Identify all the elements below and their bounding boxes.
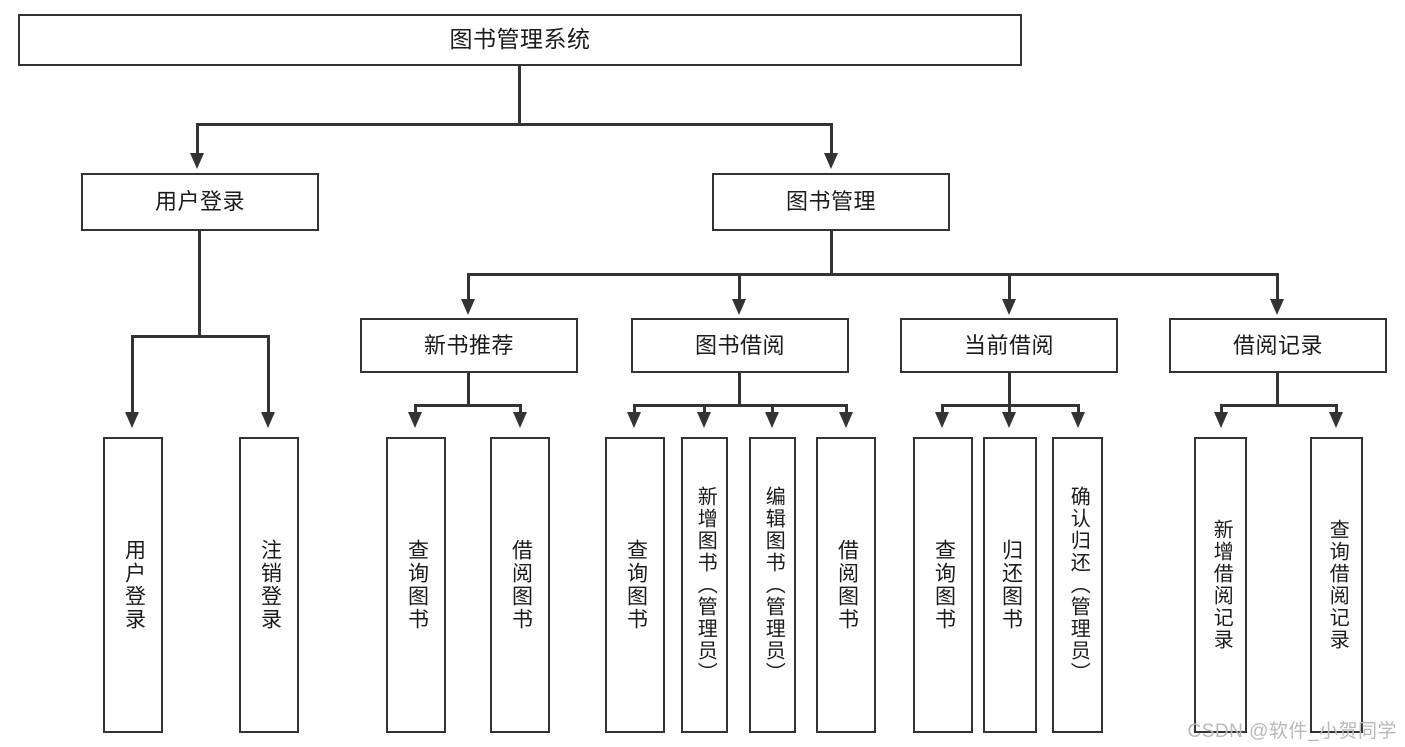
node-label: 查询图书 — [932, 539, 956, 631]
node-label: 借阅记录 — [1232, 332, 1323, 358]
arrowhead-book-borrow — [732, 299, 746, 315]
node-label: 借阅图书 — [835, 539, 859, 631]
node-label: 新增图书（管理员） — [694, 486, 717, 684]
leaf-add-record[interactable]: 新增借阅记录 — [1194, 437, 1247, 733]
leaf-borrow-book-2[interactable]: 借阅图书 — [816, 437, 876, 733]
connector-book-manage-bus — [467, 273, 1279, 276]
arrowhead-leaf-query-book-1 — [408, 412, 422, 428]
node-label: 新书推荐 — [423, 332, 514, 358]
node-label: 图书管理系统 — [449, 26, 591, 53]
arrowhead-leaf-confirm-return — [1071, 412, 1085, 428]
arrowhead-current-borrow — [1002, 299, 1016, 315]
connector-current-borrow-to-leaf-2 — [1008, 404, 1011, 416]
node-current-borrow[interactable]: 当前借阅 — [900, 318, 1118, 373]
connector-root-bus — [196, 123, 833, 126]
leaf-query-book-1[interactable]: 查询图书 — [386, 437, 446, 733]
node-label: 图书管理 — [785, 189, 876, 215]
connector-book-borrow-stem — [738, 373, 741, 406]
node-book-borrow[interactable]: 图书借阅 — [631, 318, 849, 373]
node-label: 新增借阅记录 — [1210, 519, 1233, 651]
node-borrow-record[interactable]: 借阅记录 — [1169, 318, 1387, 373]
arrowhead-borrow-record — [1270, 299, 1284, 315]
connector-borrow-record-to-leaf-2 — [1335, 404, 1338, 416]
connector-borrow-record-to-leaf-1 — [1220, 404, 1223, 416]
node-user-login[interactable]: 用户登录 — [81, 173, 319, 231]
node-label: 图书借阅 — [694, 332, 785, 358]
connector-root-stem — [518, 66, 521, 124]
connector-new-book-stem — [467, 373, 470, 406]
connector-borrow-record-stem — [1276, 373, 1279, 406]
node-label: 当前借阅 — [963, 332, 1054, 358]
connector-root-to-user-login — [196, 123, 199, 155]
leaf-confirm-return[interactable]: 确认归还（管理员） — [1052, 437, 1103, 733]
node-label: 查询图书 — [405, 539, 429, 631]
connector-user-login-bus — [131, 335, 269, 338]
arrowhead-leaf-borrow-book-1 — [513, 412, 527, 428]
arrowhead-leaf-user-login — [125, 412, 139, 428]
arrowhead-leaf-query-book-3 — [935, 412, 949, 428]
arrowhead-leaf-query-record — [1329, 412, 1343, 428]
arrowhead-book-manage — [824, 153, 838, 169]
connector-book-manage-to-borrow-record — [1276, 273, 1279, 301]
connector-borrow-record-bus — [1220, 404, 1338, 407]
leaf-query-book-2[interactable]: 查询图书 — [605, 437, 665, 733]
node-label: 注销登录 — [258, 539, 282, 631]
arrowhead-leaf-add-book — [697, 412, 711, 428]
arrowhead-user-login — [190, 153, 204, 169]
leaf-query-book-3[interactable]: 查询图书 — [913, 437, 973, 733]
node-label: 借阅图书 — [509, 539, 533, 631]
connector-book-borrow-to-leaf-4 — [845, 404, 848, 416]
node-label: 查询借阅记录 — [1326, 519, 1349, 651]
connector-user-login-stem — [198, 231, 201, 337]
node-label: 编辑图书（管理员） — [762, 486, 785, 684]
leaf-query-record[interactable]: 查询借阅记录 — [1310, 437, 1363, 733]
connector-new-book-bus — [414, 404, 522, 407]
node-label: 用户登录 — [122, 539, 146, 631]
leaf-logout[interactable]: 注销登录 — [239, 437, 299, 733]
leaf-edit-book[interactable]: 编辑图书（管理员） — [749, 437, 796, 733]
leaf-user-login[interactable]: 用户登录 — [103, 437, 163, 733]
arrowhead-leaf-edit-book — [765, 412, 779, 428]
connector-book-borrow-bus — [633, 404, 848, 407]
node-label: 用户登录 — [154, 189, 245, 215]
leaf-borrow-book-1[interactable]: 借阅图书 — [490, 437, 550, 733]
connector-user-login-to-leaf-2 — [267, 335, 270, 415]
leaf-return-book[interactable]: 归还图书 — [983, 437, 1037, 733]
node-book-manage[interactable]: 图书管理 — [712, 173, 950, 231]
connector-new-book-to-leaf-1 — [414, 404, 417, 416]
connector-book-borrow-to-leaf-3 — [771, 404, 774, 416]
connector-book-manage-to-new-book — [467, 273, 470, 301]
arrowhead-leaf-logout — [261, 412, 275, 428]
arrowhead-leaf-query-book-2 — [627, 412, 641, 428]
node-root-system[interactable]: 图书管理系统 — [18, 14, 1022, 66]
connector-user-login-to-leaf-1 — [131, 335, 134, 415]
connector-book-manage-to-book-borrow — [738, 273, 741, 301]
connector-current-borrow-to-leaf-1 — [941, 404, 944, 416]
node-label: 归还图书 — [999, 539, 1023, 631]
connector-new-book-to-leaf-2 — [519, 404, 522, 416]
connector-book-borrow-to-leaf-2 — [703, 404, 706, 416]
node-label: 查询图书 — [624, 539, 648, 631]
node-new-book-recommend[interactable]: 新书推荐 — [360, 318, 578, 373]
connector-current-borrow-stem — [1008, 373, 1011, 406]
connector-book-manage-to-current-borrow — [1008, 273, 1011, 301]
arrowhead-leaf-add-record — [1214, 412, 1228, 428]
node-label: 确认归还（管理员） — [1067, 486, 1090, 684]
connector-book-manage-stem — [830, 231, 833, 275]
connector-current-borrow-to-leaf-3 — [1077, 404, 1080, 416]
connector-root-to-book-manage — [830, 123, 833, 155]
leaf-add-book[interactable]: 新增图书（管理员） — [681, 437, 728, 733]
connector-book-borrow-to-leaf-1 — [633, 404, 636, 416]
arrowhead-new-book-recommend — [461, 299, 475, 315]
arrowhead-leaf-return-book — [1002, 412, 1016, 428]
arrowhead-leaf-borrow-book-2 — [839, 412, 853, 428]
